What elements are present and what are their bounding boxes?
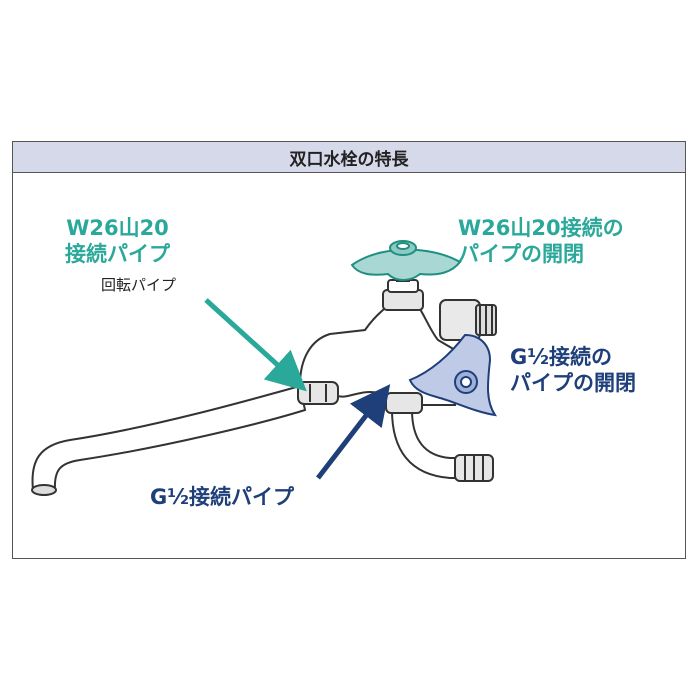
- g12-valve-handle: [408, 333, 498, 417]
- w26-pipe-label-line1: W26山20: [66, 216, 169, 240]
- g12-pipe-arrow: [316, 384, 391, 480]
- w26-pipe-collar: [297, 381, 339, 405]
- w26-valve-label: W26山20接続の パイプの開閉: [458, 215, 624, 268]
- diagram-panel: 双口水栓の特長: [12, 141, 686, 559]
- g12-valve-label-line2: パイプの開閉: [510, 371, 636, 396]
- g12-pipe: [385, 392, 494, 482]
- rotate-pipe-label: 回転パイプ: [101, 276, 177, 294]
- spout-pipe: [31, 384, 307, 496]
- g12-pipe-label: G½接続パイプ: [150, 485, 294, 509]
- w26-valve-label-line1: W26山20接続の: [458, 216, 624, 240]
- w26-pipe-label: W26山20 接続パイプ: [65, 215, 170, 268]
- panel-title: 双口水栓の特長: [13, 142, 685, 173]
- w26-pipe-arrow: [204, 298, 307, 392]
- w26-pipe-label-line2: 接続パイプ: [65, 242, 170, 267]
- g12-valve-label: G½接続の パイプの開閉: [510, 344, 636, 397]
- g12-valve-label-line1: G½接続の: [510, 345, 612, 369]
- w26-valve-handle: [350, 240, 462, 281]
- w26-valve-label-line2: パイプの開閉: [458, 242, 584, 267]
